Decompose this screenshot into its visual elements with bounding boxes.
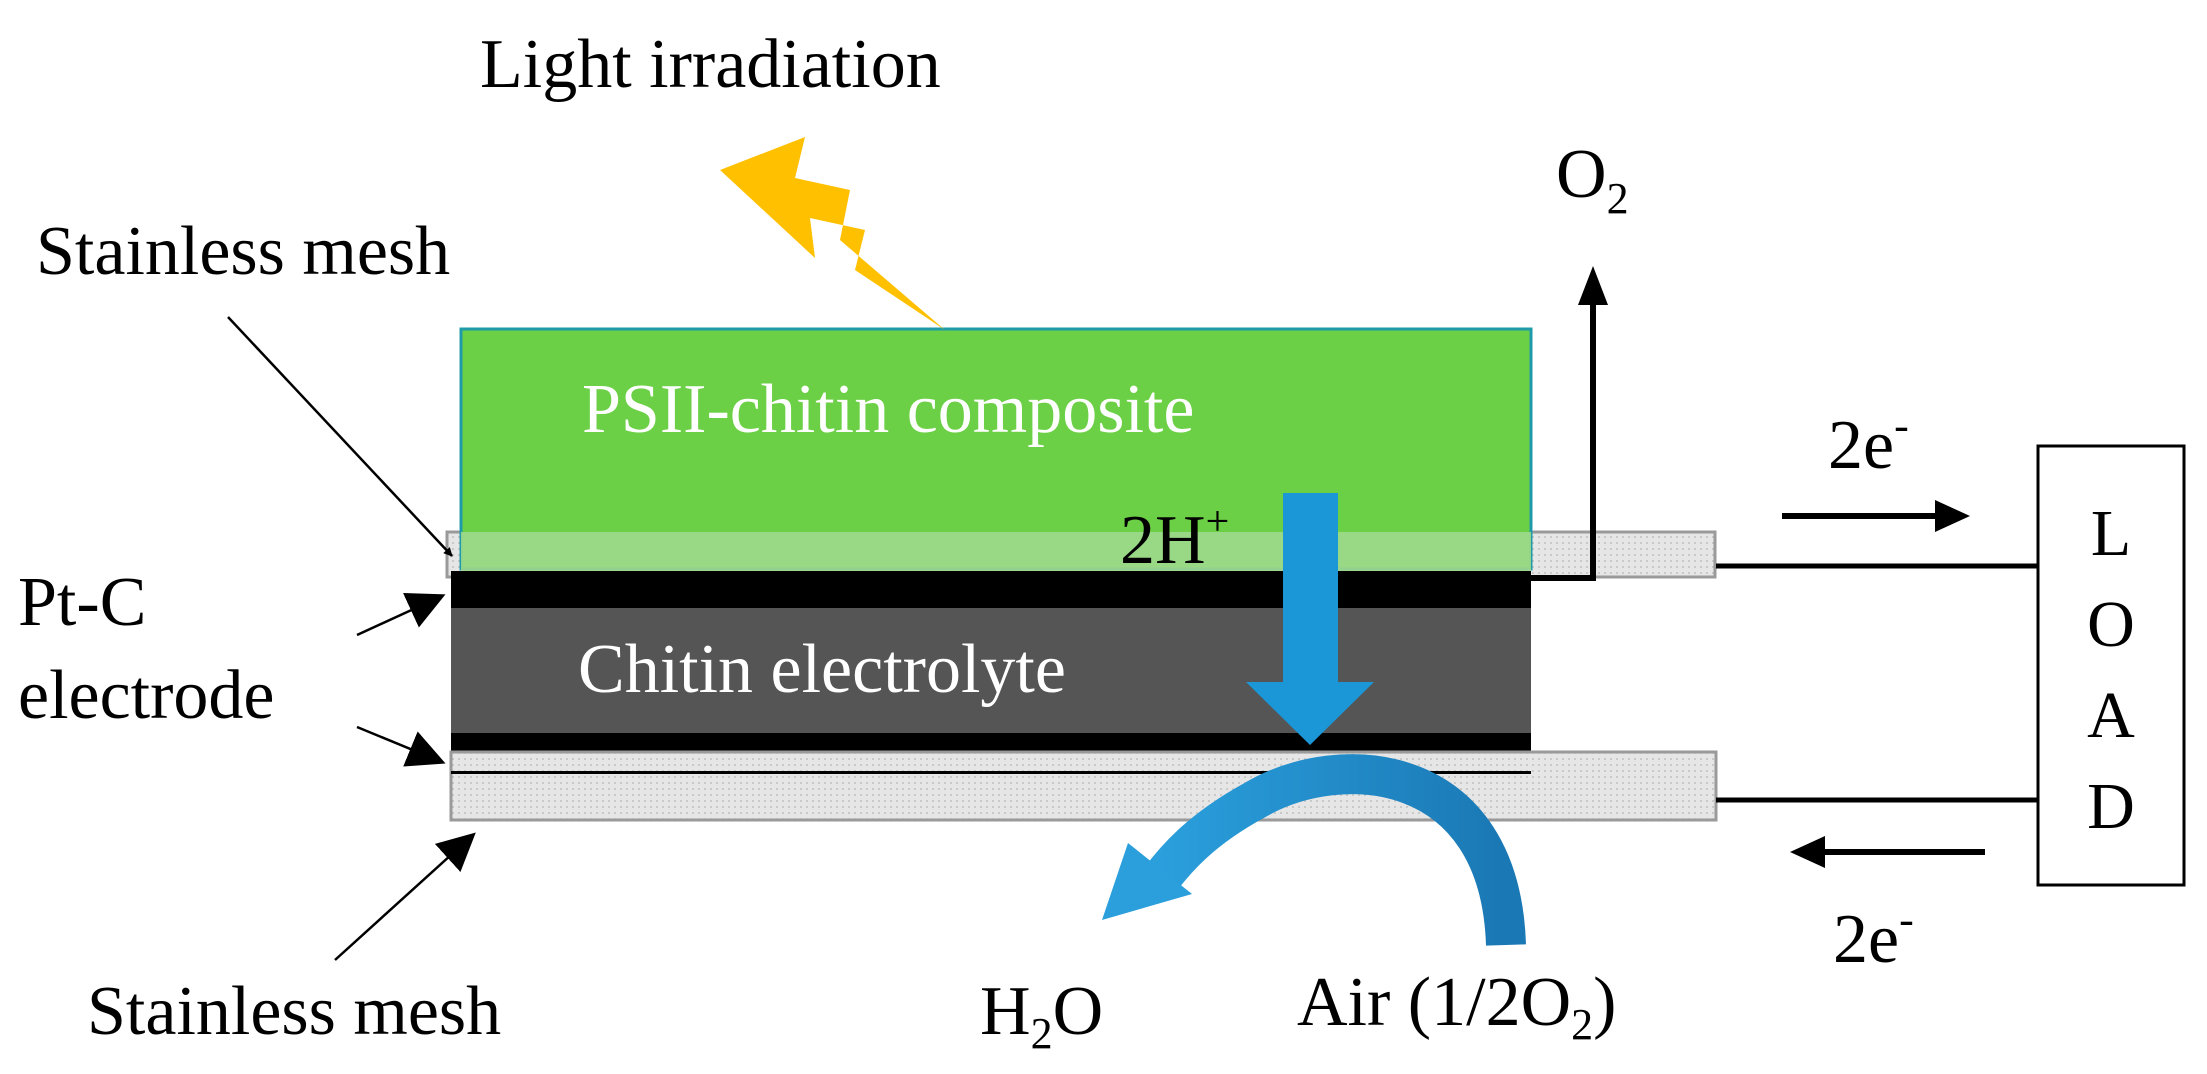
air-label: Air (1/2O2) [1297,964,1616,1049]
chitin-electrolyte-layer [451,608,1531,735]
ptc-label-line2: electrode [18,657,274,734]
curved-arrow-head [1102,843,1192,920]
oxygen-label: O2 [1556,136,1629,223]
load-letter-l: L [2091,497,2131,570]
load-letter-o: O [2087,588,2135,661]
down-arrow-icon [1246,493,1374,745]
mesh-bottom-label: Stainless mesh [87,973,501,1050]
electron-arrow-bottom-head [1790,836,1825,868]
load-letter-a: A [2087,679,2135,752]
curved-arrow-icon [1144,754,1526,946]
load-letter-d: D [2087,770,2135,843]
lightning-icon [720,137,945,330]
mesh-top-label: Stainless mesh [36,213,450,290]
electron-bottom-label: 2e- [1833,895,1914,978]
light-label: Light irradiation [480,26,941,103]
ptc-top-pointer [356,592,446,637]
psii-chitin-layer [459,327,1533,571]
oxygen-outlet-line [1531,280,1596,581]
electrolyte-label: Chitin electrolyte [578,631,1066,708]
psii-label: PSII-chitin composite [582,371,1194,448]
top-ptc-electrode [451,571,1531,608]
ptc-bottom-pointer [356,725,446,767]
mesh-bottom-pointer [334,832,476,961]
bottom-stainless-mesh [449,750,1718,822]
electron-top-label: 2e- [1828,401,1909,484]
load-box [2036,444,2186,887]
oxygen-arrow-head [1578,266,1608,305]
water-label: H2O [980,973,1103,1058]
electron-arrow-top-head [1935,500,1970,532]
proton-label: 2H+ [1120,499,1229,579]
psii-mesh-overlap [461,532,1531,572]
ptc-label-line1: Pt-C [18,564,146,641]
mesh-top-pointer [227,316,453,557]
